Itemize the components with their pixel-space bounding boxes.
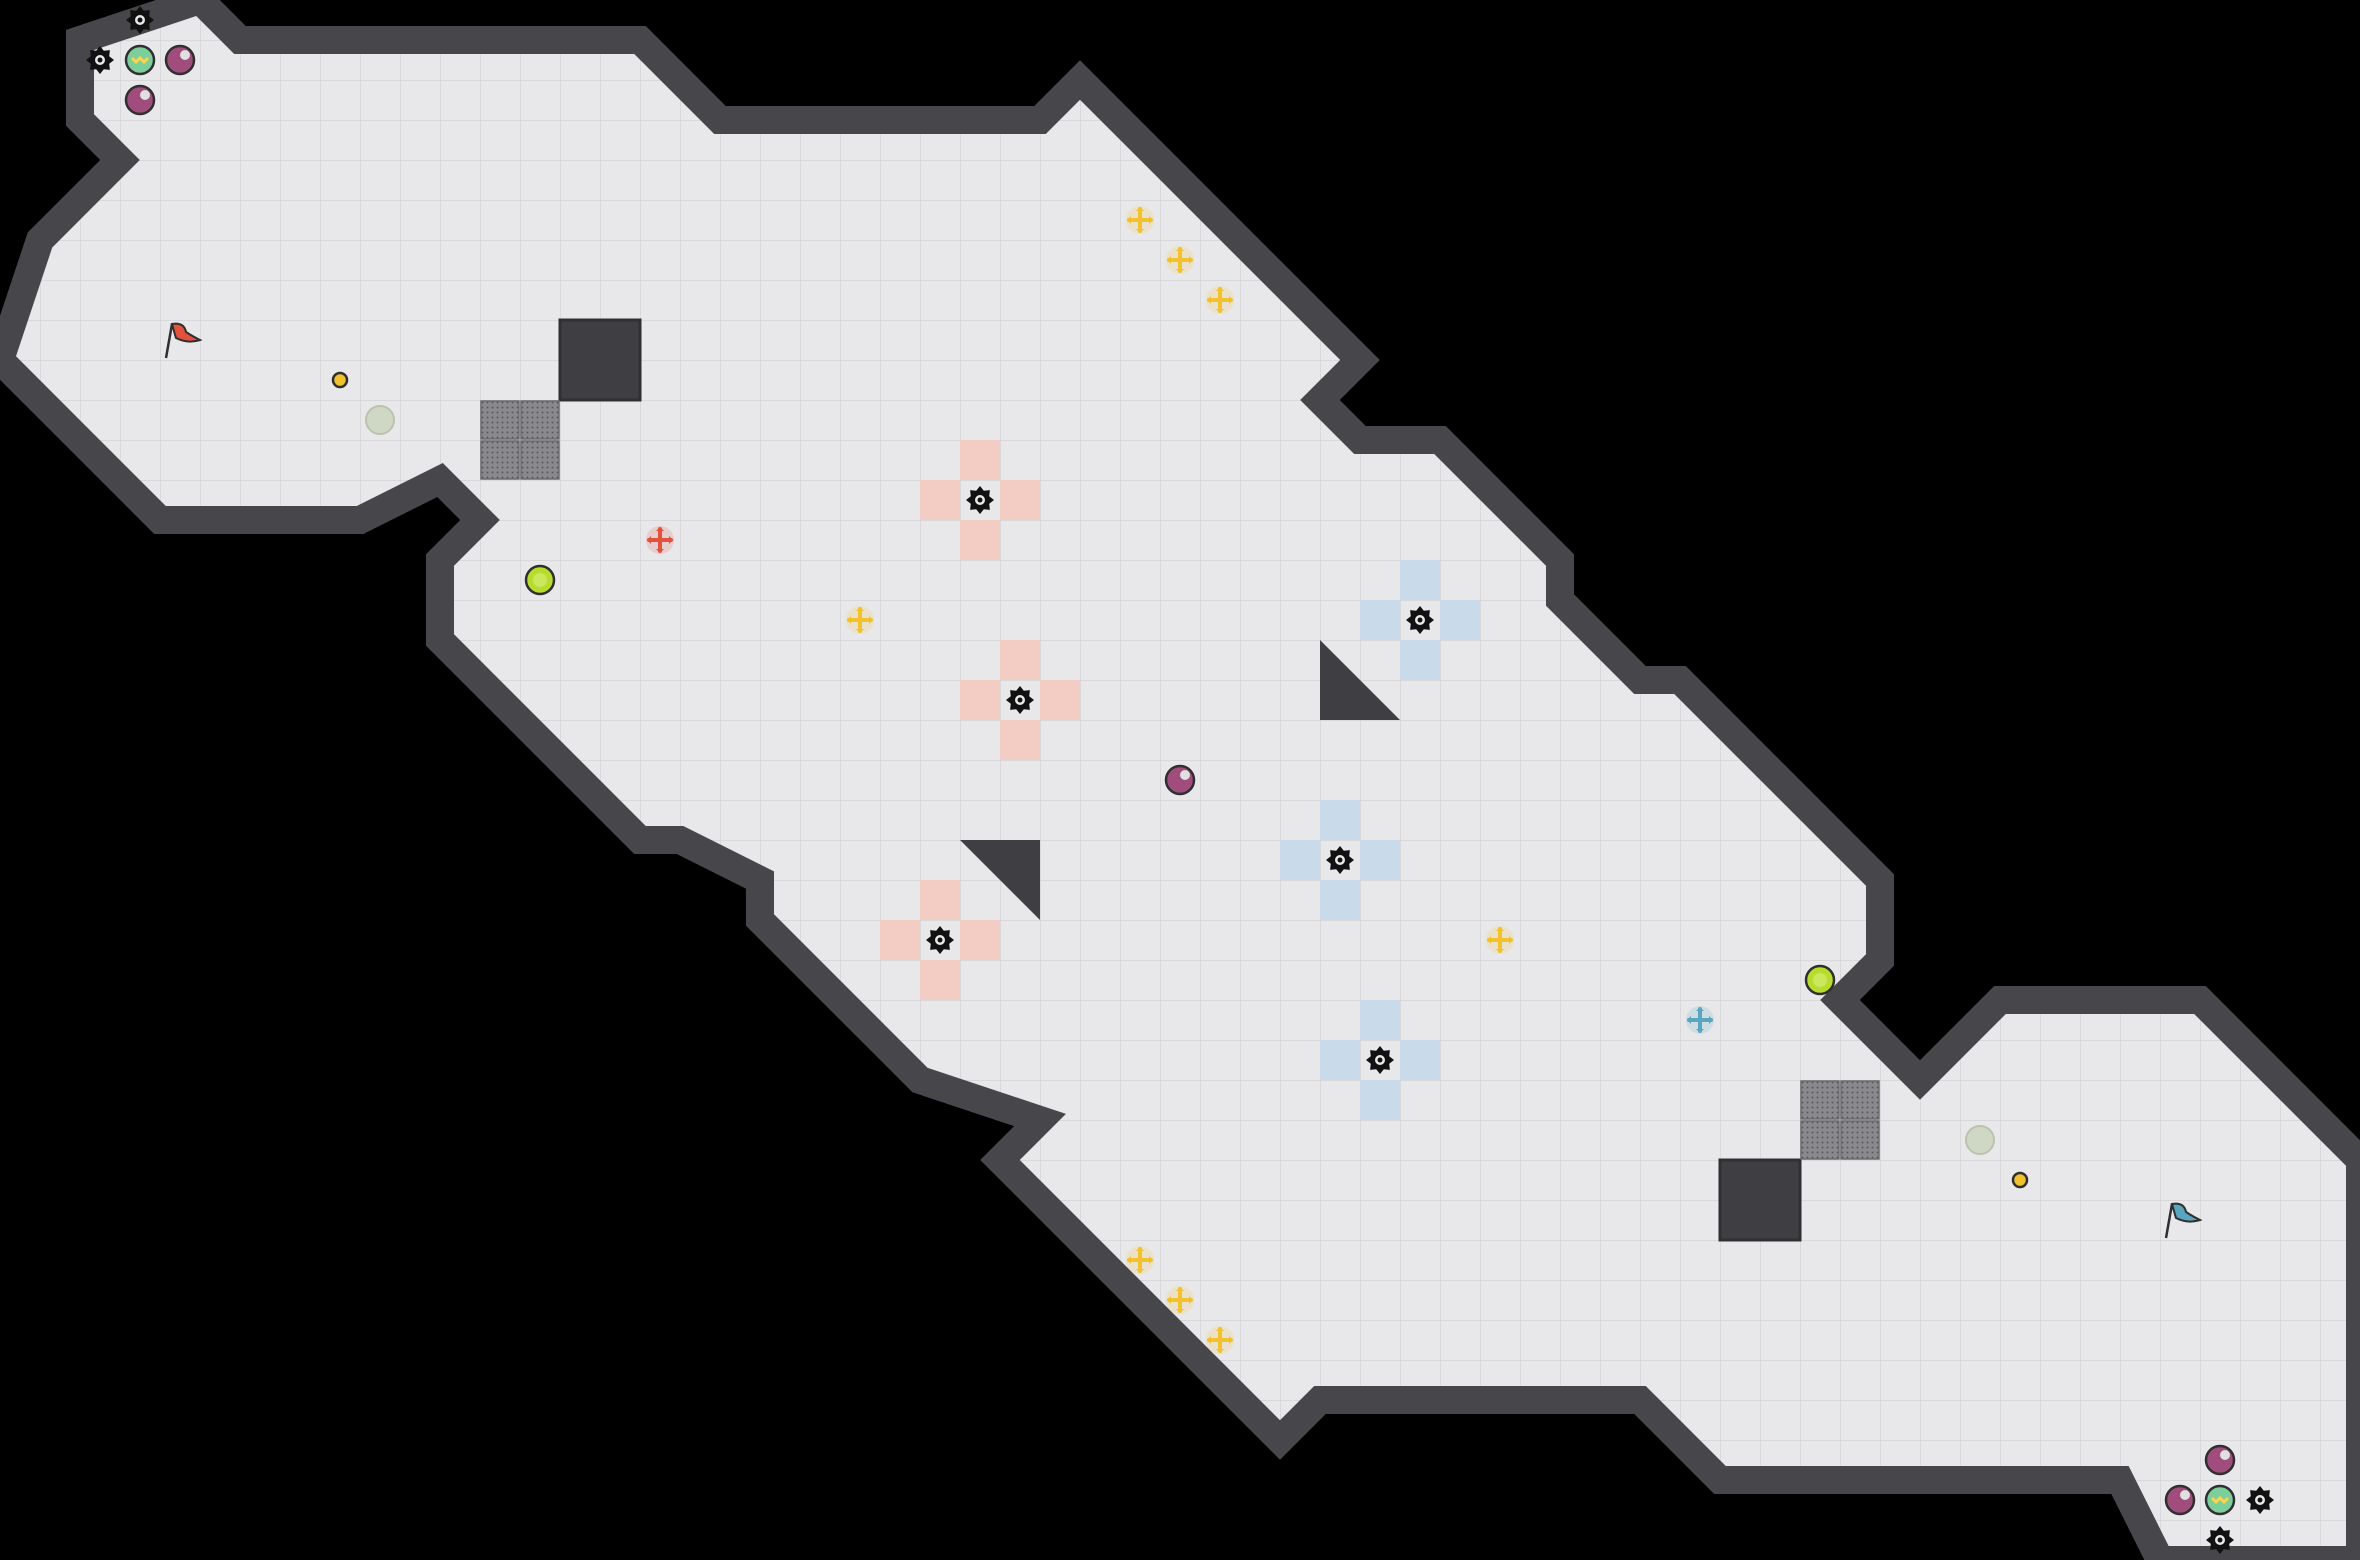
blue-zone-tile [1320,800,1360,840]
flag-icon [2164,1202,2203,1239]
bomb-icon [1164,764,1196,796]
team-boost-icon [646,526,674,554]
red-zone-tile [1000,640,1040,680]
red-zone-tile [960,520,1000,560]
spike-icon [2246,1486,2274,1514]
boost-icon [1166,246,1194,274]
gate-icon [1800,1120,1840,1160]
portal-icon [1965,1125,1995,1155]
boost-icon [1486,926,1514,954]
blue-zone-tile [1360,840,1400,880]
bomb-icon [164,44,196,76]
red-zone-tile [960,680,1000,720]
red-zone-tile [920,960,960,1000]
spike-icon [926,926,954,954]
flag-icon [164,322,203,359]
blue-zone-tile [1400,640,1440,680]
red-zone-tile [880,920,920,960]
spike-icon [1326,846,1354,874]
bomb-icon [124,84,156,116]
red-zone-tile [920,880,960,920]
gate-icon [520,440,560,480]
red-zone-tile [1000,720,1040,760]
team-boost-icon [1686,1006,1714,1034]
red-zone-tile [1000,480,1040,520]
boost-icon [1126,206,1154,234]
spike-icon [1366,1046,1394,1074]
gate-icon [480,440,520,480]
boost-icon [1206,286,1234,314]
triangle-wall [1320,640,1400,720]
gate-icon [1840,1080,1880,1120]
gate-icon [1800,1080,1840,1120]
spike-icon [1006,686,1034,714]
blue-zone-tile [1400,1040,1440,1080]
blue-zone-tile [1320,880,1360,920]
button-icon [2011,1171,2029,1189]
blue-zone-tile [1440,600,1480,640]
boost-icon [1126,1246,1154,1274]
blue-zone-tile [1400,560,1440,600]
wall-block [558,318,642,402]
triangle-wall [960,840,1040,920]
spike-icon [86,46,114,74]
powerup-icon [2204,1484,2236,1516]
powerup-icon [124,44,156,76]
red-zone-tile [1040,680,1080,720]
spike-icon [966,486,994,514]
blue-zone-tile [1360,600,1400,640]
spike-icon [1406,606,1434,634]
bomb-icon [2204,1444,2236,1476]
blue-zone-tile [1360,1080,1400,1120]
red-zone-tile [960,440,1000,480]
blue-zone-tile [1320,1040,1360,1080]
gate-icon [520,400,560,440]
boost-icon [846,606,874,634]
blue-zone-tile [1360,1000,1400,1040]
boost-icon [1206,1326,1234,1354]
gate-icon [1840,1120,1880,1160]
powerup-icon [524,564,556,596]
boost-icon [1166,1286,1194,1314]
red-zone-tile [960,920,1000,960]
red-zone-tile [920,480,960,520]
spike-icon [126,6,154,34]
spike-icon [2206,1526,2234,1554]
portal-icon [365,405,395,435]
blue-zone-tile [1280,840,1320,880]
powerup-icon [1804,964,1836,996]
wall-block [1718,1158,1802,1242]
button-icon [331,371,349,389]
bomb-icon [2164,1484,2196,1516]
gate-icon [480,400,520,440]
